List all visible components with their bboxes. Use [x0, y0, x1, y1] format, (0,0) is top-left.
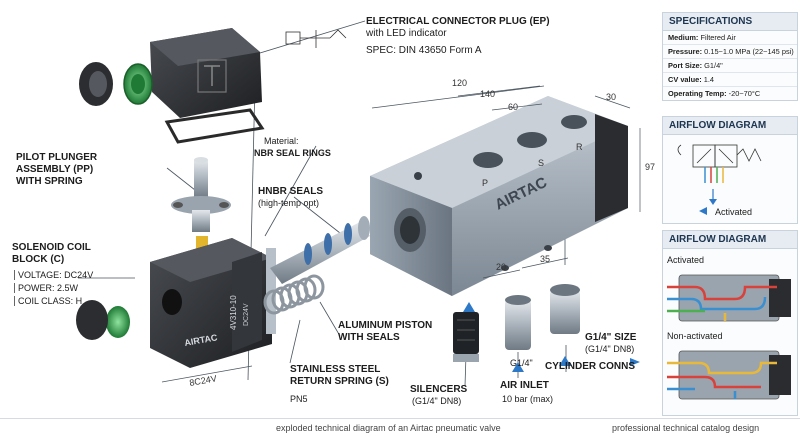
coil-label-1: SOLENOID COIL — [12, 242, 91, 253]
airflow-nonactivated-label: Non-activated — [667, 331, 723, 341]
spec-row: Pressure: 0.15~1.0 MPa (22~145 psi) — [663, 45, 797, 59]
aluminum-piston — [270, 216, 370, 284]
flow-arrows — [463, 302, 640, 372]
coil-voltage-print: DC24V — [243, 303, 250, 326]
footer-credit: professional technical catalog design — [612, 423, 760, 433]
exploded-valve-illustration: AIRTAC 4V310-10 DC24V AIRTAC P S R — [76, 20, 655, 388]
pp-label-3: WITH SPRING — [16, 176, 83, 187]
spec-row: Medium: Filtered Air — [663, 31, 797, 45]
pilot-plunger — [171, 157, 231, 250]
coil-voltage: VOLTAGE: DC24V — [14, 270, 93, 281]
spec-row: Port Size: G1/4" — [663, 59, 797, 73]
specifications-title: SPECIFICATIONS — [663, 13, 797, 31]
inlet-subtitle: 10 bar (max) — [502, 394, 554, 404]
piston-label-1: ALUMINUM PISTON — [338, 320, 433, 331]
ep-spec: SPEC: DIN 43650 Form A — [366, 45, 482, 56]
pp-label-2: ASSEMBLY (PP) — [16, 164, 94, 175]
coil-model: 4V310-10 — [229, 295, 238, 330]
airflow-top-activated: Activated — [715, 207, 753, 217]
return-spring — [263, 274, 325, 315]
airflow-panel-top: AIRFLOW DIAGRAM Activated — [662, 116, 798, 224]
spec-key: Pressure: — [668, 47, 703, 56]
g14-subtitle: (G1/4" DN8) — [585, 344, 635, 354]
dim-140: 140 — [480, 89, 495, 99]
ep-title: ELECTRICAL CONNECTOR PLUG (EP) — [366, 16, 550, 27]
coil-dimension: 8C24V — [189, 373, 218, 388]
cylinder-fitting — [550, 284, 580, 334]
cylinder-conns: CYLINDER CONNS — [545, 361, 636, 372]
hnbr-subtitle: (high-temp opt) — [258, 198, 320, 208]
silencer — [453, 312, 479, 362]
coil-power: POWER: 2.5W — [14, 283, 78, 294]
footer-caption: exploded technical diagram of an Airtac … — [276, 423, 501, 433]
material-label: Material: — [264, 136, 299, 146]
spec-value: -20~70°C — [728, 89, 761, 98]
dim-30: 30 — [606, 92, 616, 102]
g14-title: G1/4" SIZE — [585, 332, 637, 343]
airflow-activated-label: Activated — [667, 255, 705, 265]
airflow-top-title: AIRFLOW DIAGRAM — [663, 117, 797, 135]
dim-60: 60 — [508, 102, 518, 112]
material-value: NBR SEAL RINGS — [254, 148, 331, 158]
coil-class: COIL CLASS: H — [14, 296, 82, 307]
specifications-panel: SPECIFICATIONS Medium: Filtered Air Pres… — [662, 12, 798, 101]
hnbr-title: HNBR SEALS — [258, 186, 324, 197]
dimension-lines — [161, 85, 641, 383]
spec-key: CV value: — [668, 75, 702, 84]
inlet-size: G1/4" — [510, 358, 533, 368]
spec-row: CV value: 1.4 — [663, 73, 797, 87]
spec-value: Filtered Air — [700, 33, 736, 42]
spec-key: Medium: — [668, 33, 699, 42]
ep-subtitle: with LED indicator — [366, 28, 447, 39]
coil-gland — [76, 300, 130, 340]
footer-bar — [0, 418, 800, 438]
airflow-panel-bottom: AIRFLOW DIAGRAM Activated Non-activated — [662, 230, 798, 416]
spring-label-1: STAINLESS STEEL — [290, 364, 381, 375]
inlet-title: AIR INLET — [500, 380, 549, 391]
silencers-subtitle: (G1/4" DN8) — [412, 396, 462, 406]
connector-gland-nut — [79, 62, 113, 106]
silencers-title: SILENCERS — [410, 384, 468, 395]
airflow-bottom-title: AIRFLOW DIAGRAM — [663, 231, 797, 249]
port-r-label: R — [576, 142, 583, 152]
spec-value: G1/4" — [704, 61, 723, 70]
valve-body — [370, 96, 628, 296]
port-p-label: P — [482, 178, 488, 188]
dim-35: 35 — [540, 254, 550, 264]
spec-value: 1.4 — [703, 75, 715, 84]
dim-97: 97 — [645, 162, 655, 172]
spec-key: Operating Temp: — [668, 89, 727, 98]
spring-pn: PN5 — [290, 394, 308, 404]
dim-120: 120 — [452, 78, 467, 88]
piston-label-2: WITH SEALS — [338, 332, 400, 343]
solenoid-coil — [150, 238, 276, 368]
spring-label-2: RETURN SPRING (S) — [290, 376, 389, 387]
airflow-symbol — [677, 144, 762, 215]
coil-label-2: BLOCK (C) — [12, 254, 65, 265]
spec-row: Operating Temp: -20~70°C — [663, 87, 797, 100]
airflow-nonactivated-diagram — [667, 350, 791, 400]
connector-plug — [150, 28, 265, 144]
dim-20: 20 — [496, 262, 506, 272]
wiring-schematic — [285, 29, 347, 48]
airflow-activated-diagram — [667, 274, 791, 322]
connector-led-ring — [123, 63, 153, 105]
pp-label-1: PILOT PLUNGER — [16, 152, 98, 163]
spec-value: 0.15~1.0 MPa (22~145 psi) — [704, 47, 794, 56]
port-s-label: S — [538, 158, 544, 168]
air-inlet-fitting — [505, 295, 531, 350]
spec-key: Port Size: — [668, 61, 703, 70]
